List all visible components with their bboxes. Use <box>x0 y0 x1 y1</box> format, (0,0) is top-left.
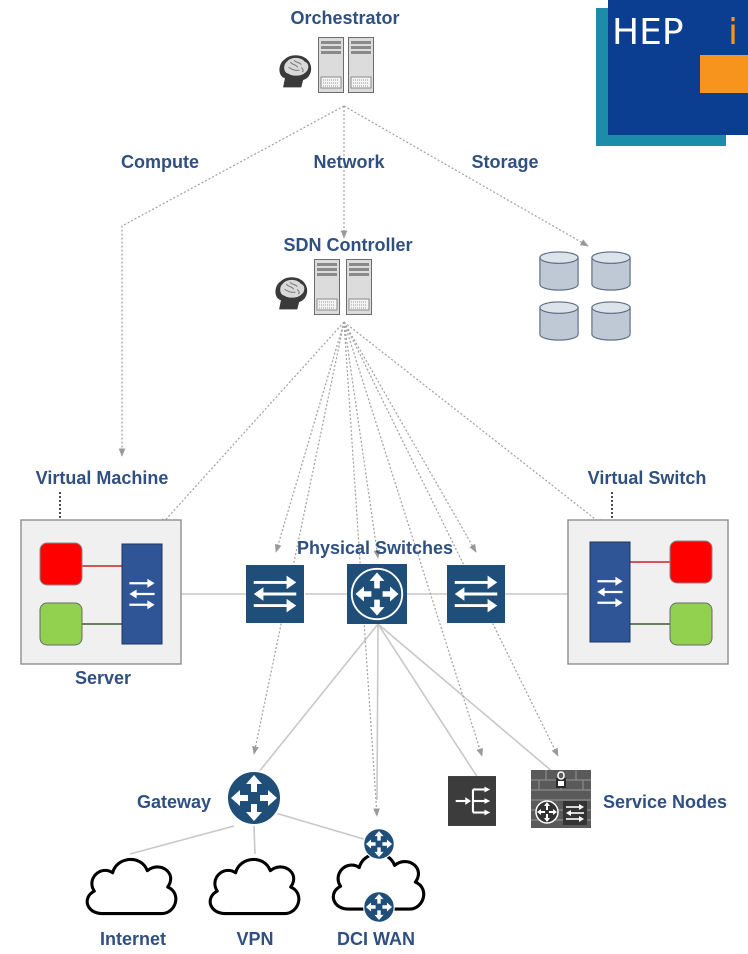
storage-label: Storage <box>471 152 538 172</box>
server-rack-icon <box>348 36 374 94</box>
logo-text: HEP <box>612 12 684 53</box>
sdn-controller-links <box>159 321 605 817</box>
vpn-label: VPN <box>236 929 273 949</box>
virtual-switch-label: Virtual Switch <box>588 468 707 488</box>
physical-links <box>129 593 568 855</box>
dci-wan-label: DCI WAN <box>337 929 415 949</box>
server-rack-icon <box>314 258 340 316</box>
logo-text-partial: i <box>728 12 738 53</box>
sdn-controller-node: SDN Controller <box>274 235 413 316</box>
sdn-controller-label: SDN Controller <box>283 235 412 255</box>
switch-icon <box>246 565 304 623</box>
router-icon <box>226 770 282 826</box>
server-rack-icon <box>318 36 344 94</box>
orchestrator-label: Orchestrator <box>290 8 399 28</box>
brain-icon <box>274 276 308 310</box>
switch-icon <box>596 575 624 609</box>
orchestrator-links <box>118 105 589 457</box>
vm-green <box>39 602 83 646</box>
virtual-machine-label: Virtual Machine <box>36 468 169 488</box>
load-balancer-icon <box>448 776 496 826</box>
orchestrator-node: Orchestrator <box>278 8 400 94</box>
hepix-logo: HEP i <box>596 0 748 146</box>
core-router <box>347 564 407 624</box>
vm-red <box>669 540 713 584</box>
cloud-icon <box>208 857 301 916</box>
switch-icon <box>447 565 505 623</box>
server-label: Server <box>75 668 131 688</box>
gateway-label: Gateway <box>137 792 211 812</box>
storage-disk-icon <box>539 251 579 291</box>
server-rack-icon <box>346 258 372 316</box>
vm-green <box>669 602 713 646</box>
physical-switches-label: Physical Switches <box>297 538 453 558</box>
network-label: Network <box>313 152 385 172</box>
cloud-icon <box>85 857 178 916</box>
storage-disk-icon <box>591 301 631 341</box>
brain-icon <box>278 54 312 88</box>
router-icon <box>363 828 395 860</box>
vm-red <box>39 542 83 586</box>
storage-disk-icon <box>591 251 631 291</box>
service-nodes-label: Service Nodes <box>603 792 727 812</box>
server-right <box>567 519 729 665</box>
switch-icon <box>128 577 156 611</box>
router-icon <box>350 567 404 621</box>
storage-disk-icon <box>539 301 579 341</box>
firewall-icon <box>531 770 591 828</box>
router-icon <box>363 891 395 923</box>
compute-label: Compute <box>121 152 199 172</box>
server-left <box>20 519 182 665</box>
internet-label: Internet <box>100 929 166 949</box>
storage-node <box>539 251 631 341</box>
